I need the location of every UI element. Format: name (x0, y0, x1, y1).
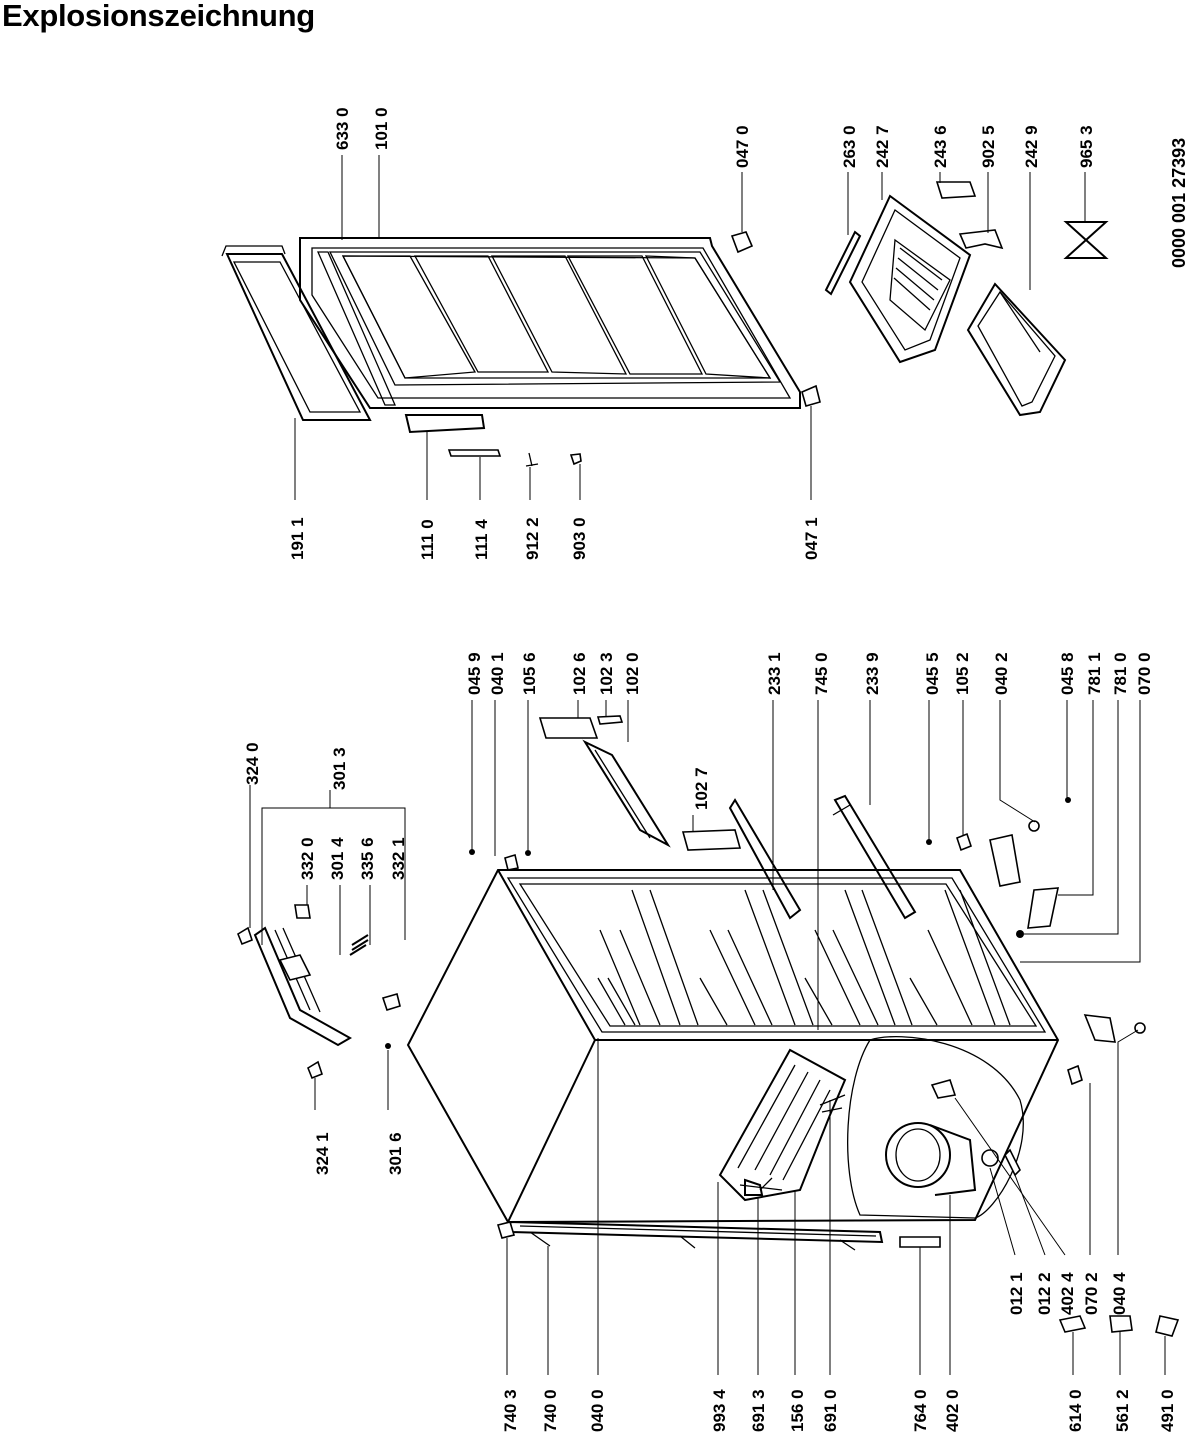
cabinet-small-parts (469, 715, 1180, 1337)
part-label: 402 4 (1058, 1272, 1077, 1315)
part-label: 105 2 (953, 652, 972, 695)
part-label: 233 9 (863, 652, 882, 695)
part-label: 902 5 (979, 125, 998, 168)
part-label: 233 1 (765, 652, 784, 695)
page-title: Explosionszeichnung (2, 0, 315, 33)
part-label: 691 3 (749, 1389, 768, 1432)
part-label: 040 1 (488, 652, 507, 695)
part-label: 965 3 (1077, 125, 1096, 168)
door-assembly (221, 231, 821, 467)
part-label: 243 6 (931, 125, 950, 168)
part-label: 040 4 (1110, 1272, 1129, 1315)
part-label: 111 0 (418, 519, 437, 560)
part-label: 070 2 (1082, 1272, 1101, 1315)
part-label: 491 0 (1158, 1389, 1177, 1432)
top-cover-parts (237, 904, 401, 1080)
part-label: 324 1 (313, 1132, 332, 1175)
part-label: 045 9 (465, 652, 484, 695)
cabinet-leaders (249, 700, 1166, 1375)
part-label: 993 4 (710, 1389, 729, 1432)
part-label: 047 1 (802, 517, 821, 560)
part-label: 045 8 (1058, 652, 1077, 695)
part-label: 301 6 (386, 1132, 405, 1175)
part-label: 691 0 (821, 1389, 840, 1432)
part-label: 242 9 (1022, 125, 1041, 168)
part-label: 764 0 (911, 1389, 930, 1432)
part-label: 324 0 (243, 742, 262, 785)
part-label: 012 1 (1007, 1272, 1026, 1315)
part-label: 191 1 (288, 517, 307, 560)
part-label: 781 0 (1111, 652, 1130, 695)
part-labels: 324 0 301 3 332 0 301 4 335 6 332 1 324 1 301 6… (243, 107, 1177, 1432)
part-label: 012 2 (1035, 1272, 1054, 1315)
cabinet-body (406, 869, 1060, 1251)
part-label: 912 2 (523, 517, 542, 560)
part-label: 111 4 (472, 519, 491, 560)
part-label: 332 0 (298, 837, 317, 880)
part-label: 301 4 (328, 837, 347, 880)
part-label: 102 0 (623, 652, 642, 695)
part-label: 633 0 (333, 107, 352, 150)
door-leaders (294, 155, 812, 500)
part-label: 047 0 (733, 125, 752, 168)
drawer-assembly (824, 181, 1109, 417)
part-label: 242 7 (873, 125, 892, 168)
part-label: 045 5 (923, 652, 942, 695)
part-label: 745 0 (812, 652, 831, 695)
part-label: 156 0 (788, 1389, 807, 1432)
part-label: 101 0 (372, 107, 391, 150)
part-label: 102 6 (570, 652, 589, 695)
part-label: 903 0 (570, 517, 589, 560)
part-label: 040 0 (588, 1389, 607, 1432)
part-label: 335 6 (358, 837, 377, 880)
part-label: 781 1 (1085, 652, 1104, 695)
part-label: 102 7 (692, 767, 711, 810)
part-label: 070 0 (1135, 652, 1154, 695)
part-label: 614 0 (1066, 1389, 1085, 1432)
part-label: 040 2 (992, 652, 1011, 695)
drawer-leaders (847, 172, 1086, 290)
part-label: 332 1 (389, 837, 408, 880)
part-label: 740 3 (501, 1389, 520, 1432)
part-label: 402 0 (943, 1389, 962, 1432)
part-label: 263 0 (840, 125, 859, 168)
part-label: 740 0 (541, 1389, 560, 1432)
part-label: 105 6 (520, 652, 539, 695)
document-number: 0000 001 27393 (1169, 138, 1185, 268)
part-label: 102 3 (597, 652, 616, 695)
part-label: 561 2 (1113, 1389, 1132, 1432)
part-label: 301 3 (330, 747, 349, 790)
